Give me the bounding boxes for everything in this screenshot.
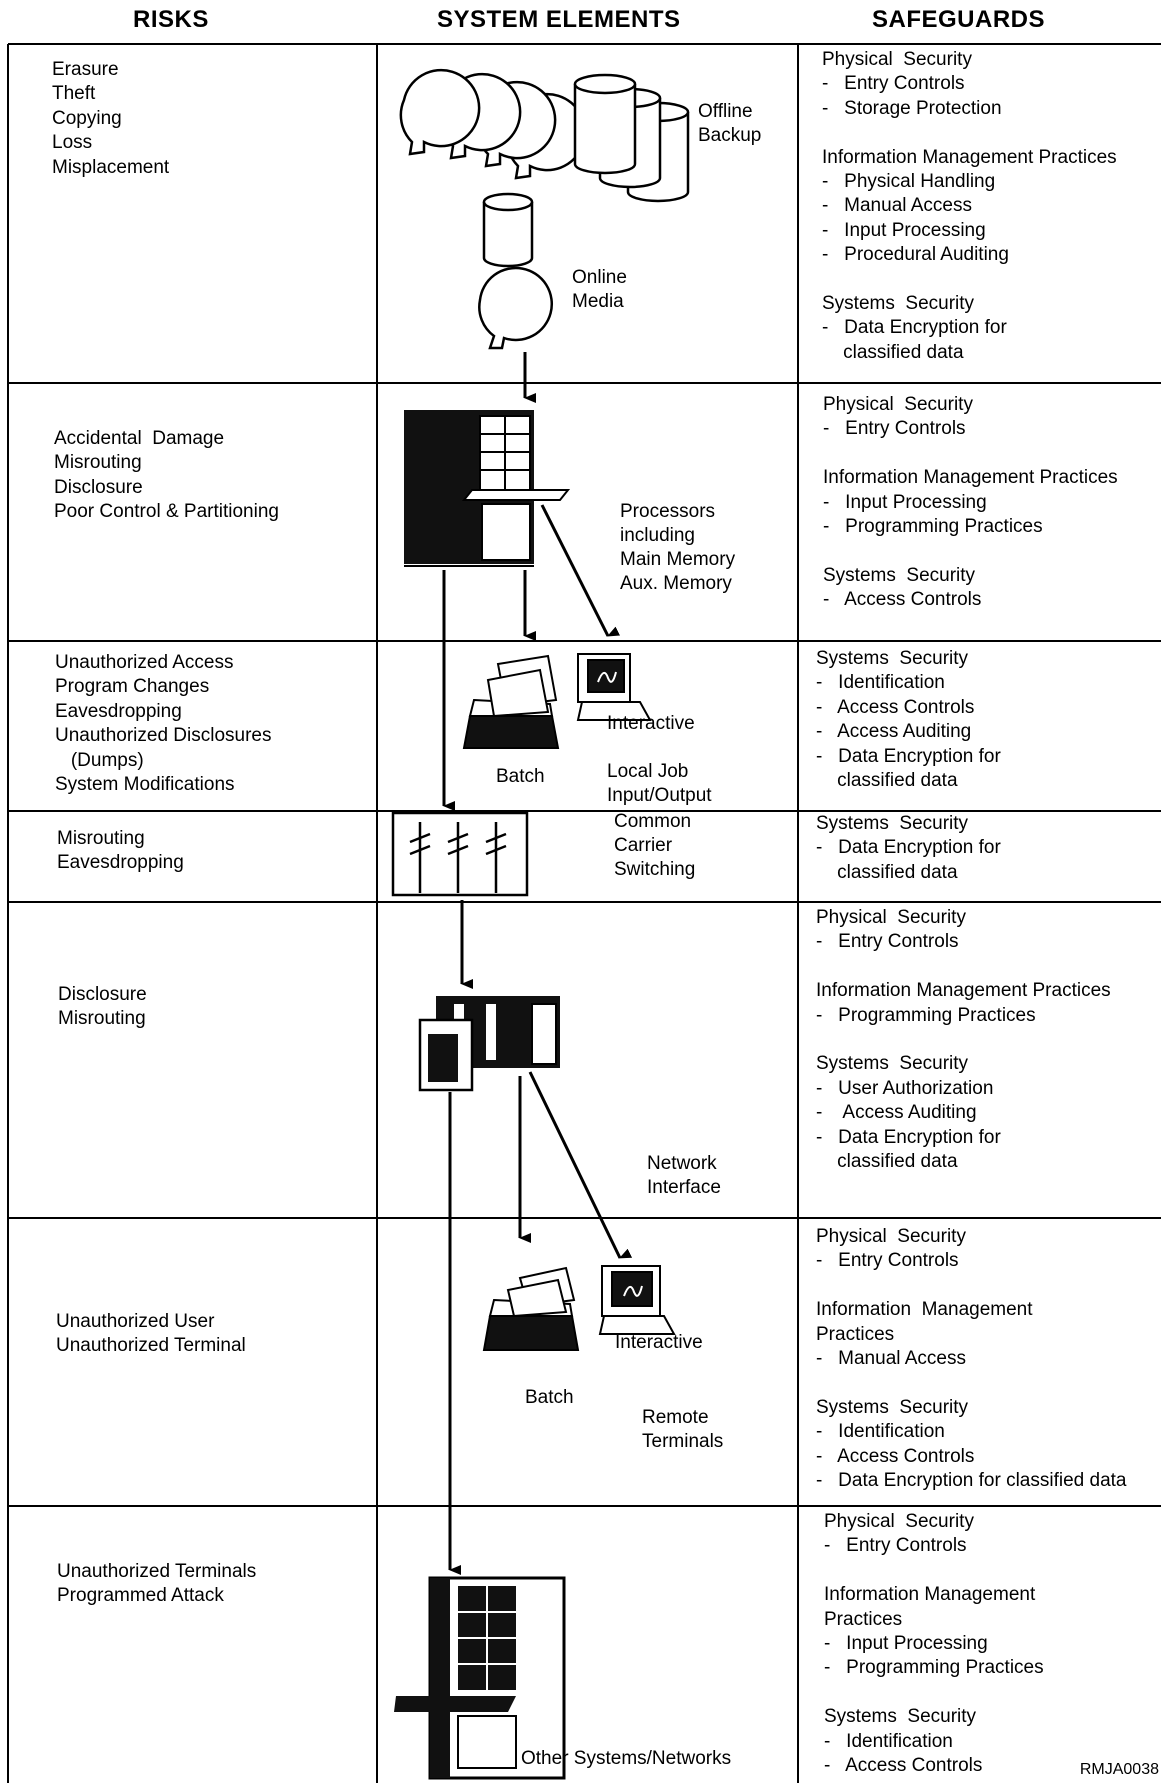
other-systems-cabinet-icon bbox=[394, 1576, 566, 1780]
local-batch-label: Batch bbox=[496, 766, 545, 787]
remote-batch-label: Batch bbox=[525, 1387, 574, 1408]
local-terminal-icon bbox=[576, 653, 652, 721]
risks-header: RISKS bbox=[133, 6, 209, 33]
risks-row-5: Disclosure Misrouting bbox=[58, 984, 147, 1030]
online-media-label: Online Media bbox=[572, 267, 627, 312]
remote-interactive-label: Interactive bbox=[615, 1332, 703, 1353]
common-carrier-label: Common Carrier Switching bbox=[614, 811, 696, 880]
safeguards-row-5: Physical Security - Entry Controls Infor… bbox=[816, 907, 1111, 1173]
risks-row-2: Accidental Damage Misrouting Disclosure … bbox=[54, 428, 279, 523]
safeguards-row-3: Systems Security - Identification - Acce… bbox=[816, 648, 1001, 792]
risks-row-3: Unauthorized Access Program Changes Eave… bbox=[55, 652, 272, 796]
offline-backup-label: Offline Backup bbox=[698, 101, 762, 146]
arrow-processor-to-local-interactive bbox=[540, 504, 621, 637]
risks-row-6: Unauthorized User Unauthorized Terminal bbox=[56, 1311, 246, 1357]
carrier-switching-icon bbox=[391, 811, 529, 897]
processor-cabinet-icon bbox=[404, 410, 571, 567]
system-elements-header: SYSTEM ELEMENTS bbox=[437, 6, 681, 33]
safeguards-row-2: Physical Security - Entry Controls Infor… bbox=[823, 394, 1118, 611]
safeguards-row-7: Physical Security - Entry Controls Infor… bbox=[824, 1511, 1044, 1777]
safeguards-row-6: Physical Security - Entry Controls Infor… bbox=[816, 1226, 1127, 1492]
safeguards-row-4: Systems Security - Data Encryption for c… bbox=[816, 813, 1001, 883]
risks-row-7: Unauthorized Terminals Programmed Attack bbox=[57, 1561, 257, 1607]
remote-terminals-label: Remote Terminals bbox=[642, 1407, 724, 1452]
risks-row-4: Misrouting Eavesdropping bbox=[57, 828, 184, 874]
table-grid bbox=[7, 43, 1161, 1783]
local-interactive-label: Interactive bbox=[607, 713, 695, 734]
safeguards-row-1: Physical Security - Entry Controls - Sto… bbox=[822, 49, 1117, 363]
local-job-label: Local Job Input/Output bbox=[607, 761, 712, 806]
figure-id: RMJA0038 bbox=[1079, 1761, 1159, 1778]
remote-printer-icon bbox=[482, 1266, 580, 1351]
arrow-network-to-remote-interactive bbox=[528, 1071, 633, 1259]
offline-tape-reels-icon bbox=[399, 68, 587, 180]
processors-label: Processors including Main Memory Aux. Me… bbox=[620, 501, 736, 594]
network-interface-label: Network Interface bbox=[647, 1153, 721, 1198]
local-printer-icon bbox=[462, 654, 560, 749]
network-interface-icon bbox=[418, 996, 560, 1092]
risks-row-1: Erasure Theft Copying Loss Misplacement bbox=[52, 59, 170, 178]
flow-arrows bbox=[442, 352, 633, 1575]
offline-disk-packs-icon bbox=[573, 73, 690, 203]
online-tape-reel-icon bbox=[478, 266, 554, 350]
online-disk-icon bbox=[482, 192, 534, 268]
other-systems-label: Other Systems/Networks bbox=[521, 1748, 732, 1769]
remote-terminal-icon bbox=[598, 1265, 676, 1335]
safeguards-header: SAFEGUARDS bbox=[872, 6, 1046, 33]
